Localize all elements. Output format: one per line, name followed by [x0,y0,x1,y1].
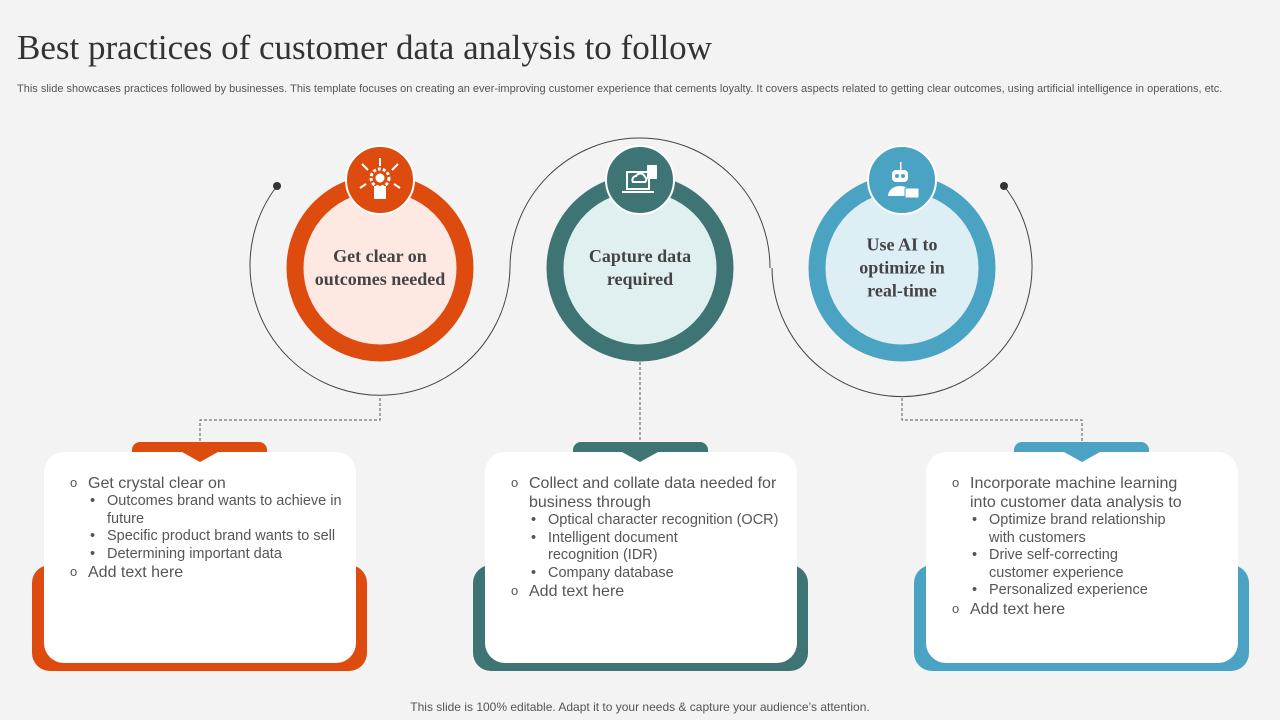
step-card-2: Collect and collate data needed for busi… [485,452,797,663]
footer-note: This slide is 100% editable. Adapt it to… [410,700,870,714]
page-title: Best practices of customer data analysis… [17,28,712,67]
sub-list-item: Determining important data [68,546,342,564]
sub-list-item: Optical character recognition (OCR) [509,512,783,530]
list-item: Incorporate machine learning into custom… [950,473,1224,512]
connector-curve [249,137,1033,398]
list-item: Collect and collate data needed for busi… [509,473,783,512]
card-notch [182,452,218,462]
step-title-3: Use AI to optimize in real-time [859,234,945,301]
curve-end-dot [1000,182,1008,190]
step-card-3: Incorporate machine learning into custom… [926,452,1238,663]
step-card-1: Get crystal clear on Outcomes brand want… [44,452,356,663]
list-item: Get crystal clear on [68,473,342,493]
curve-end-dot [273,182,281,190]
list-item[interactable]: Add text here [509,581,783,601]
dashed-connector [901,398,1083,444]
sub-list-item: Outcomes brand wants to achieve in futur… [68,493,342,528]
dashed-connector [199,398,381,444]
sub-list-item: Intelligent document recognition (IDR) [509,530,783,565]
cloud-data-laptop-icon [622,165,657,193]
card-notch [622,452,658,462]
page-subtitle: This slide showcases practices followed … [17,83,1223,95]
list-item[interactable]: Add text here [950,599,1224,619]
sub-list-item: Company database [509,565,783,583]
list-item[interactable]: Add text here [68,562,342,582]
sub-list-item: Optimize brand relationship with custome… [950,512,1224,547]
goal-gear-person-icon [359,158,401,199]
robot-chat-icon [888,162,920,199]
step-title-2: Capture data required [588,246,692,289]
sub-list-item: Drive self-correcting customer experienc… [950,547,1224,582]
card-notch [1064,452,1100,462]
sub-list-item: Specific product brand wants to sell [68,528,342,546]
sub-list-item: Personalized experience [950,582,1224,600]
step-title-1: Get clear on outcomes needed [314,246,446,289]
